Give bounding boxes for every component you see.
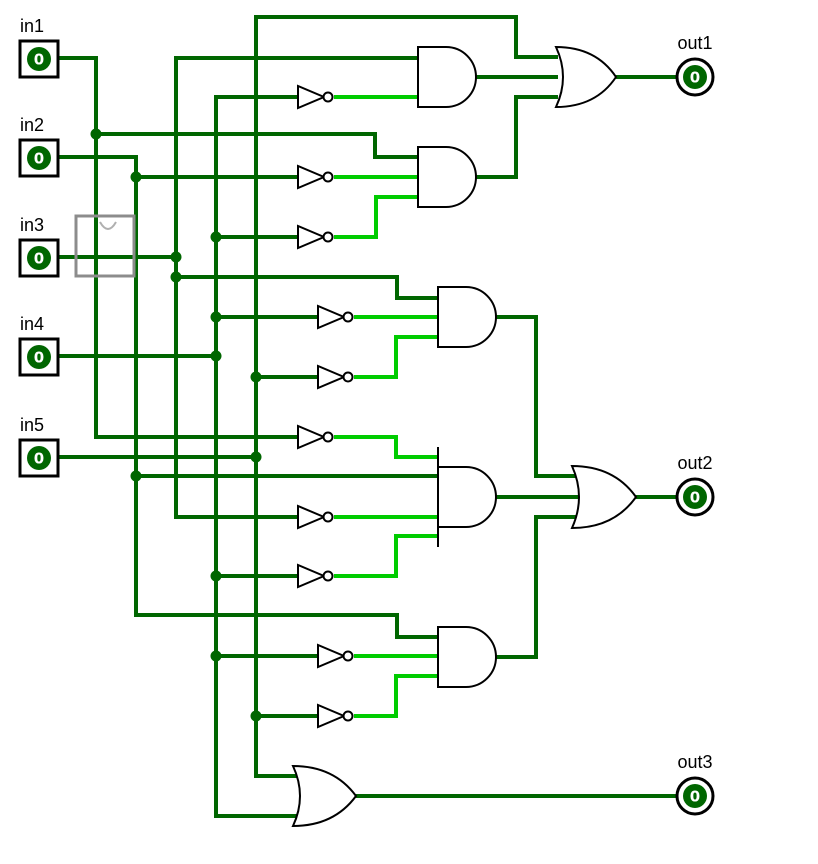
- or-gates: [291, 45, 638, 828]
- not-gate: [297, 164, 334, 190]
- output-pin-out3: out3 0: [675, 752, 715, 816]
- input-value-in1: 0: [34, 51, 44, 69]
- output-pins: out1 0 out2 0 out3 0: [675, 33, 715, 816]
- and-gate: [437, 286, 497, 348]
- and-gates: [417, 46, 497, 688]
- input-pin-in1[interactable]: in1 0: [18, 16, 60, 79]
- input-pin-in3[interactable]: in3 0: [18, 215, 60, 278]
- input-label-in1: in1: [20, 16, 44, 36]
- output-value-out1: 0: [690, 69, 700, 87]
- output-pin-out2: out2 0: [675, 453, 715, 517]
- not-gates: [297, 84, 354, 729]
- input-value-in4: 0: [34, 349, 44, 367]
- wires-light: [334, 95, 438, 718]
- not-gate: [317, 643, 354, 669]
- wires-dark: [57, 15, 678, 818]
- input-pin-in5[interactable]: in5 0: [18, 415, 60, 478]
- wire-junctions: [90, 128, 262, 722]
- input-value-in2: 0: [34, 150, 44, 168]
- not-gate: [317, 304, 354, 330]
- not-gate: [317, 703, 354, 729]
- selection-box: [74, 214, 136, 278]
- and-gate: [437, 466, 497, 528]
- output-label-out3: out3: [677, 752, 712, 772]
- or-gate: [570, 464, 638, 530]
- input-pin-in2[interactable]: in2 0: [18, 115, 60, 178]
- not-gate: [317, 364, 354, 390]
- and-gate: [437, 626, 497, 688]
- or-gate: [554, 45, 618, 109]
- output-pin-out1: out1 0: [675, 33, 715, 97]
- input-pin-in4[interactable]: in4 0: [18, 314, 60, 377]
- and-gate: [417, 46, 477, 108]
- and-gate: [417, 146, 477, 208]
- not-gate: [297, 224, 334, 250]
- not-gate: [297, 504, 334, 530]
- input-label-in4: in4: [20, 314, 44, 334]
- input-pins: in1 0 in2 0 in3 0 in4 0 in5 0: [18, 16, 60, 478]
- or-gate: [291, 764, 358, 828]
- input-label-in2: in2: [20, 115, 44, 135]
- not-gate: [297, 84, 334, 110]
- input-label-in3: in3: [20, 215, 44, 235]
- input-value-in3: 0: [34, 250, 44, 268]
- output-label-out1: out1: [677, 33, 712, 53]
- output-value-out2: 0: [690, 489, 700, 507]
- not-gate: [297, 424, 334, 450]
- input-label-in5: in5: [20, 415, 44, 435]
- output-label-out2: out2: [677, 453, 712, 473]
- input-value-in5: 0: [34, 450, 44, 468]
- output-value-out3: 0: [690, 788, 700, 806]
- not-gate: [297, 563, 334, 589]
